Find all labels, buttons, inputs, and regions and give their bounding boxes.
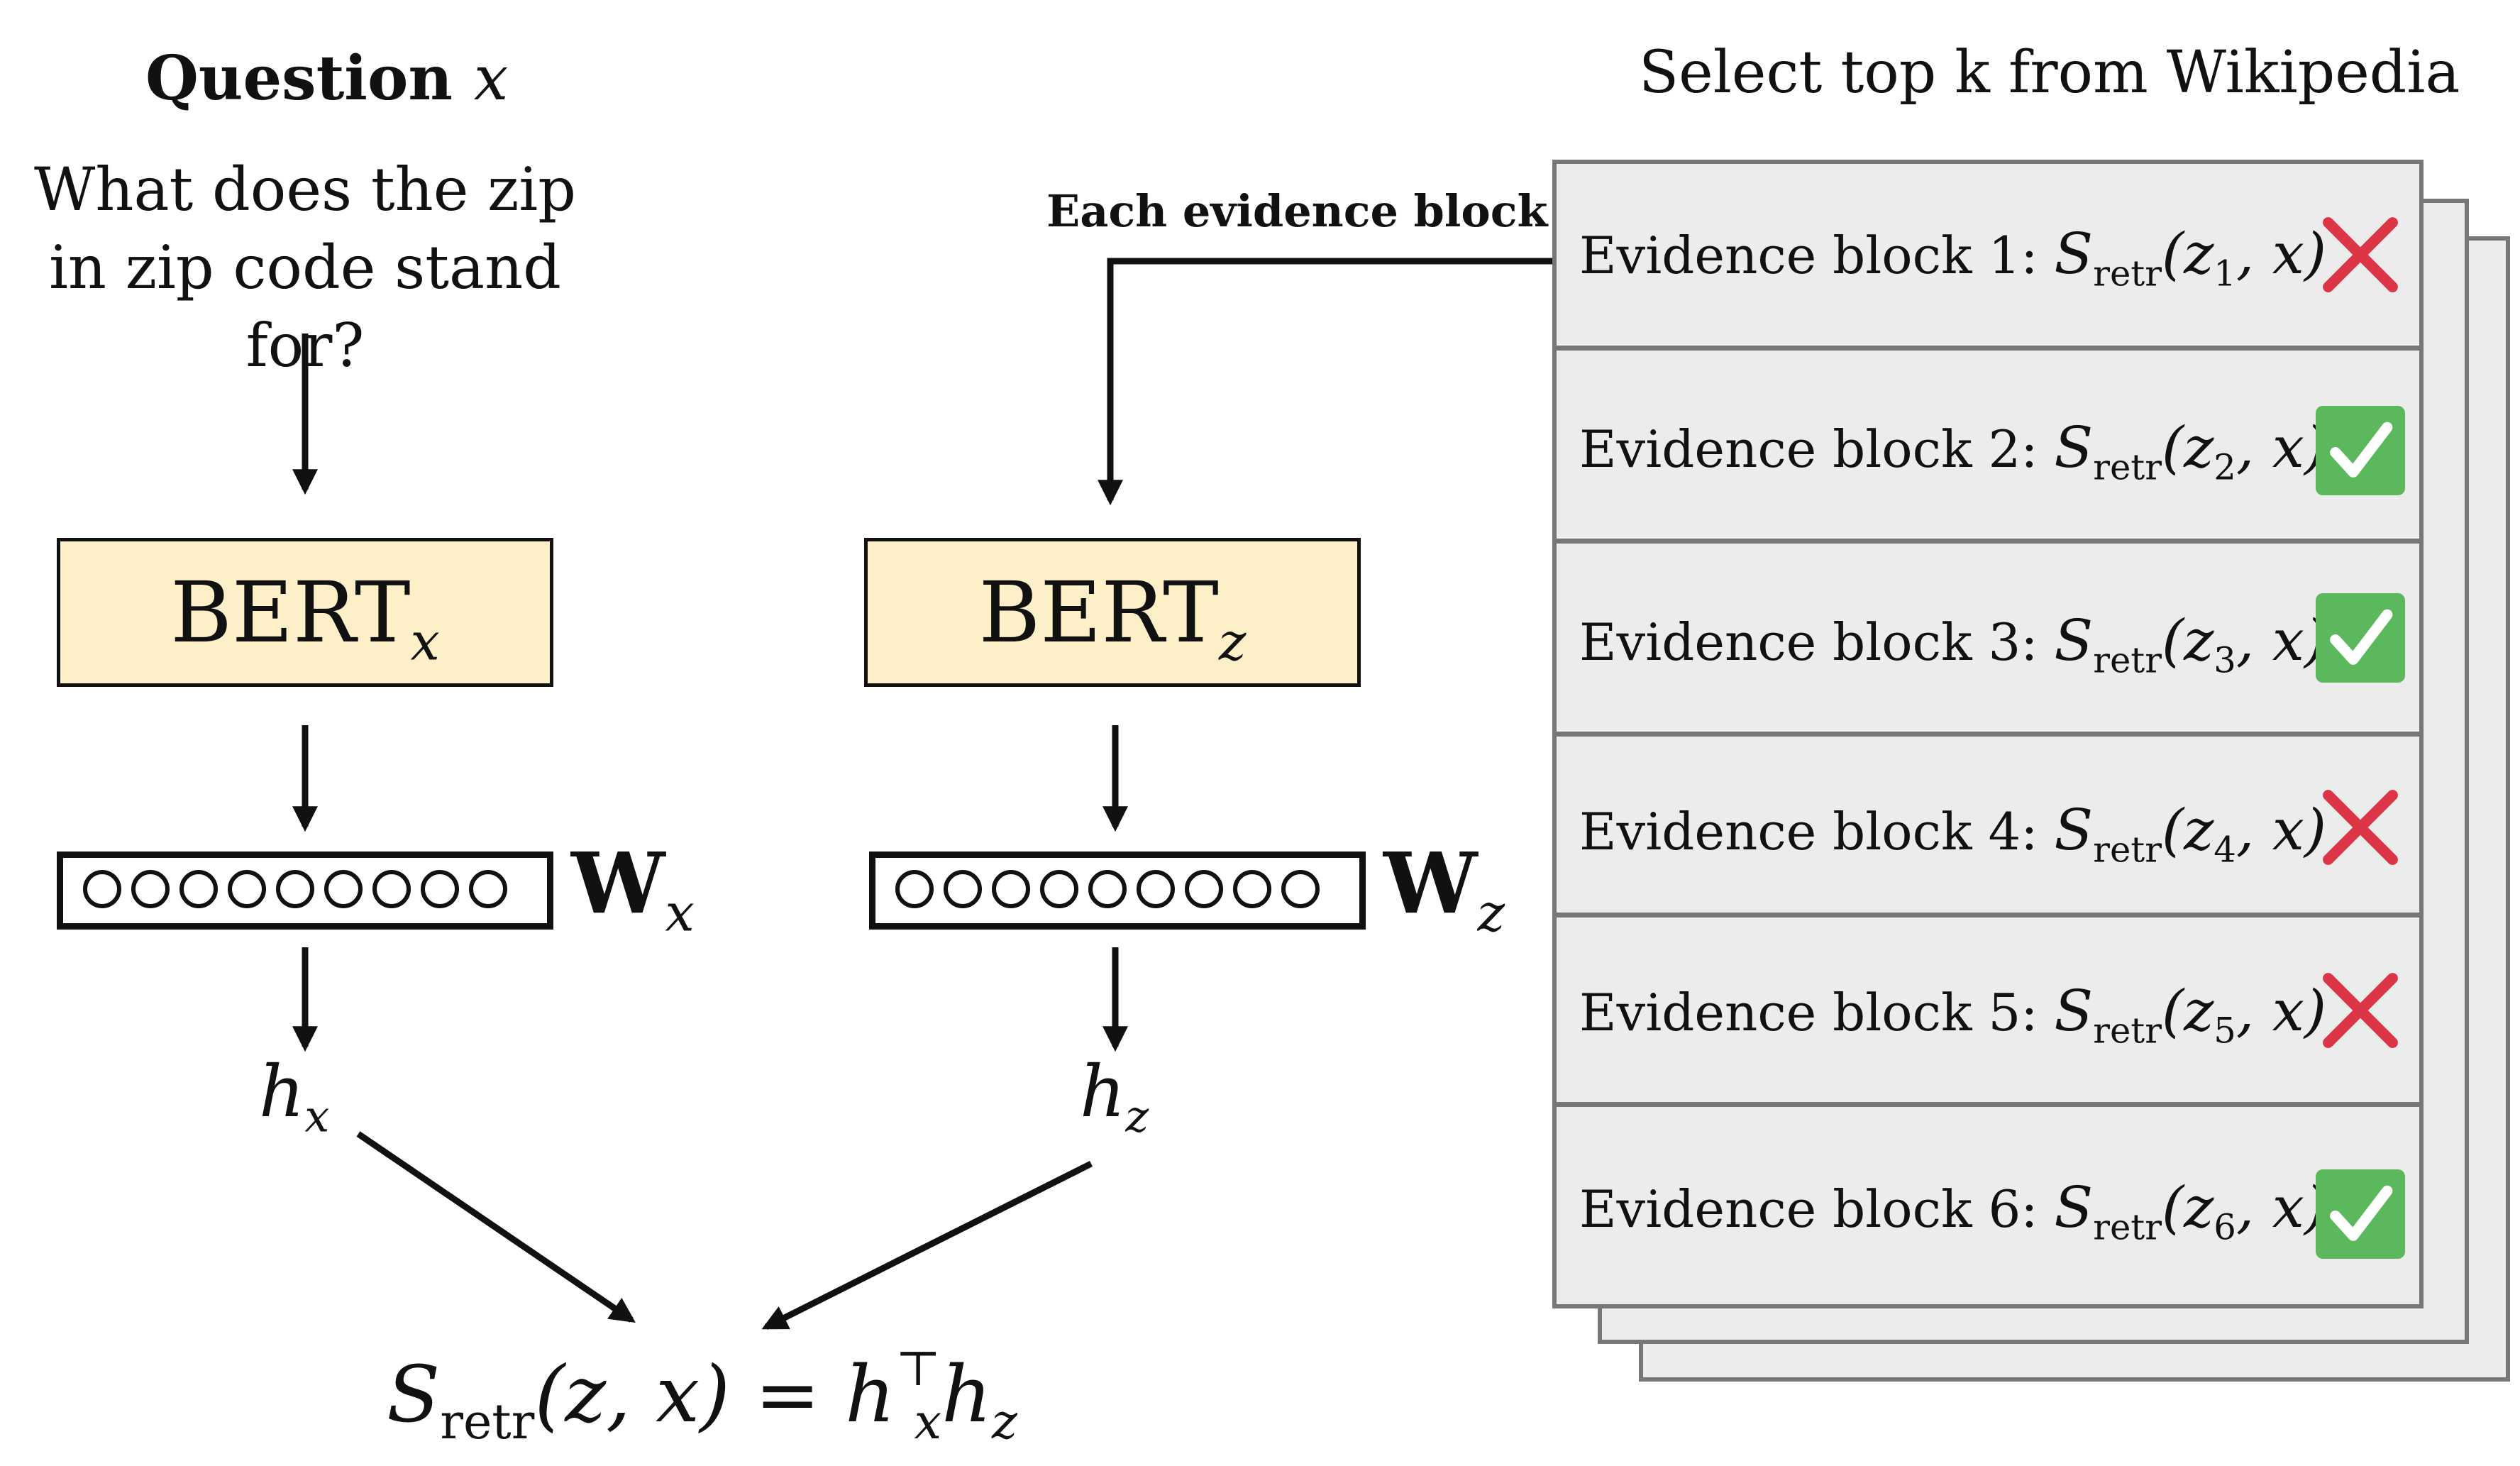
weight-x-subscript: x: [665, 883, 695, 944]
weight-z-subscript: z: [1477, 883, 1505, 944]
evidence-block-6-label: Evidence block 6:: [1579, 1179, 2038, 1239]
vector-cell: [992, 870, 1030, 908]
evidence-label-text: Each evidence block: [1046, 185, 1548, 237]
bert-x-subscript: x: [410, 612, 440, 673]
selected-check-icon: [2316, 406, 2405, 495]
evidence-block-5-index: 5: [2214, 1010, 2236, 1052]
hx-symbol: h: [259, 1050, 305, 1133]
evidence-block-5: Evidence block 5: Sretr(z5, x): [1552, 913, 2424, 1106]
evidence-block-1-score: Sretr(z1, x): [2054, 221, 2327, 294]
embedding-vector-x: [57, 852, 553, 930]
selected-check-icon: [2316, 1169, 2405, 1259]
arrow-hx-to-score: [356, 1131, 636, 1323]
weight-x-label: Wx: [571, 834, 695, 944]
evidence-block-2-label: Evidence block 2:: [1579, 419, 2038, 479]
bert-z-subscript: z: [1218, 612, 1247, 673]
vector-cell: [1233, 870, 1271, 908]
bert-z-encoder: BERTz: [864, 538, 1361, 687]
question-heading: Question x: [145, 43, 508, 114]
rejected-cross-icon: [2323, 217, 2398, 292]
hx-label: hx: [259, 1050, 329, 1142]
evidence-connector: [1098, 258, 1554, 506]
selected-check-icon: [2316, 593, 2405, 683]
hz-symbol: h: [1080, 1050, 1126, 1133]
bert-x-label: BERT: [170, 563, 411, 661]
vector-cell: [83, 870, 121, 908]
evidence-block-5-label: Evidence block 5:: [1579, 983, 2038, 1042]
embedding-vector-z: [869, 852, 1366, 930]
formula-args: (z, x) =: [534, 1349, 846, 1440]
vector-cell: [1040, 870, 1078, 908]
vector-cell: [421, 870, 459, 908]
weight-z-label: Wz: [1383, 834, 1505, 944]
vector-cell: [469, 870, 507, 908]
evidence-block-6-score: Sretr(z6, x): [2054, 1174, 2327, 1248]
evidence-block-label: Each evidence block z: [1046, 174, 1593, 240]
vector-cell: [324, 870, 363, 908]
formula-retr: retr: [440, 1394, 535, 1450]
bert-z-label: BERT: [978, 563, 1219, 661]
evidence-block-2-score: Sretr(z2, x): [2054, 414, 2327, 488]
evidence-block-5-score: Sretr(z5, x): [2054, 978, 2327, 1052]
evidence-block-2-text: Evidence block 2: Sretr(z2, x): [1579, 414, 2326, 487]
formula-transpose: ⊤: [895, 1341, 941, 1397]
hx-subscript: x: [304, 1090, 330, 1142]
weight-z-symbol: W: [1383, 834, 1478, 932]
formula-hz-subscript: z: [992, 1394, 1017, 1450]
evidence-block-1-label: Evidence block 1:: [1579, 226, 2038, 285]
evidence-block-4-score: Sretr(z4, x): [2054, 797, 2327, 871]
rejected-cross-icon: [2323, 790, 2398, 865]
question-heading-text: Question: [145, 43, 453, 114]
evidence-block-5-text: Evidence block 5: Sretr(z5, x): [1579, 978, 2326, 1051]
hz-label: hz: [1080, 1050, 1149, 1142]
evidence-block-2-index: 2: [2214, 446, 2236, 488]
weight-x-symbol: W: [571, 834, 665, 932]
formula-hx: h: [845, 1349, 896, 1440]
vector-cell: [131, 870, 170, 908]
evidence-block-2: Evidence block 2: Sretr(z2, x): [1552, 346, 2424, 543]
vector-cell: [1185, 870, 1223, 908]
arrow-hz-to-score: [761, 1160, 1093, 1330]
question-line-1: What does the zip: [34, 155, 576, 224]
vector-x-cells: [83, 870, 517, 911]
bert-x-encoder: BERTx: [57, 538, 553, 687]
evidence-block-3-score: Sretr(z3, x): [2054, 607, 2327, 681]
evidence-block-4-text: Evidence block 4: Sretr(z4, x): [1579, 797, 2326, 870]
evidence-block-6-index: 6: [2214, 1206, 2236, 1248]
vector-cell: [1088, 870, 1127, 908]
vector-cell: [1281, 870, 1320, 908]
question-variable: x: [473, 43, 509, 114]
rejected-cross-icon: [2323, 973, 2398, 1048]
evidence-block-4-label: Evidence block 4:: [1579, 802, 2038, 861]
formula-hx-subscript: x: [914, 1394, 942, 1450]
evidence-block-3: Evidence block 3: Sretr(z3, x): [1552, 539, 2424, 736]
evidence-block-1-text: Evidence block 1: Sretr(z1, x): [1579, 221, 2326, 294]
vector-cell: [228, 870, 266, 908]
evidence-block-4-index: 4: [2214, 829, 2236, 871]
evidence-block-6: Evidence block 6: Sretr(z6, x): [1552, 1103, 2424, 1308]
formula-hz: h: [941, 1349, 992, 1440]
formula-s: S: [387, 1349, 441, 1440]
vector-cell: [276, 870, 314, 908]
evidence-block-3-text: Evidence block 3: Sretr(z3, x): [1579, 607, 2326, 680]
vector-cell: [179, 870, 218, 908]
vector-cell: [895, 870, 934, 908]
vector-cell: [1137, 870, 1175, 908]
vector-z-cells: [895, 870, 1330, 911]
evidence-block-6-text: Evidence block 6: Sretr(z6, x): [1579, 1174, 2326, 1247]
evidence-block-4: Evidence block 4: Sretr(z4, x): [1552, 732, 2424, 917]
select-top-k-title: Select top k from Wikipedia: [1639, 39, 2460, 106]
vector-cell: [372, 870, 411, 908]
hz-subscript: z: [1125, 1090, 1149, 1142]
vector-cell: [944, 870, 982, 908]
evidence-block-3-index: 3: [2214, 639, 2236, 681]
evidence-block-3-label: Evidence block 3:: [1579, 612, 2038, 672]
evidence-block-1: Evidence block 1: Sretr(z1, x): [1552, 160, 2424, 350]
evidence-block-1-index: 1: [2214, 253, 2236, 294]
score-formula: Sretr(z, x) = h⊤xhz: [387, 1341, 1017, 1450]
